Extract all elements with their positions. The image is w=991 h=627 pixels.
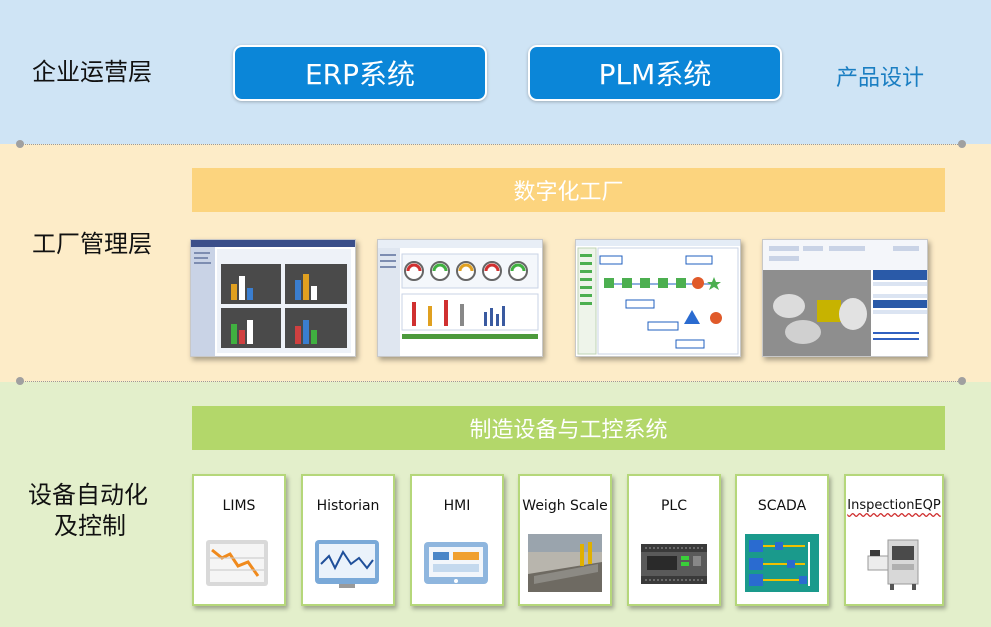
scada-module[interactable]: SCADA <box>735 474 829 606</box>
inspection-eqp-module[interactable]: InspectionEQP <box>844 474 944 606</box>
manufacturing-equipment-banner: 制造设备与工控系统 <box>192 406 945 450</box>
digital-factory-banner: 数字化工厂 <box>192 168 945 212</box>
historian-module[interactable]: Historian <box>301 474 395 606</box>
weigh-scale-photo-icon <box>528 534 602 592</box>
module-label: LIMS <box>222 498 256 514</box>
gauges-dashboard-screenshot <box>377 239 543 357</box>
hmi-panel-icon <box>424 542 488 584</box>
module-label: Weigh Scale <box>522 498 608 514</box>
equipment-layer-label-line2: 及控制 <box>54 512 126 540</box>
separator-dot <box>958 140 966 148</box>
plc-module[interactable]: PLC <box>627 474 721 606</box>
line-chart-icon <box>206 540 268 586</box>
dashboard-charts-screenshot <box>190 239 356 357</box>
module-label: InspectionEQP <box>847 498 941 513</box>
separator-bottom <box>20 381 962 382</box>
separator-dot <box>958 377 966 385</box>
process-flow-screenshot <box>575 239 741 357</box>
scada-diagram-icon <box>745 534 819 592</box>
inspection-machine-icon <box>867 539 919 590</box>
dashboard-charts-icon <box>191 240 355 356</box>
trend-monitor-icon <box>315 540 379 588</box>
separator-dot <box>16 140 24 148</box>
process-flow-icon <box>576 240 740 355</box>
factory-layer-label: 工厂管理层 <box>32 230 152 258</box>
module-label: PLC <box>660 498 688 514</box>
module-label: HMI <box>443 498 471 514</box>
3d-equipment-model-icon <box>763 240 927 356</box>
product-design-label: 产品设计 <box>836 66 925 91</box>
lims-module[interactable]: LIMS <box>192 474 286 606</box>
equipment-layer-label-line1: 设备自动化 <box>28 481 148 509</box>
plm-system-button[interactable]: PLM系统 <box>528 45 782 101</box>
erp-system-button[interactable]: ERP系统 <box>233 45 487 101</box>
separator-top <box>20 144 962 145</box>
module-label: SCADA <box>757 498 807 514</box>
hmi-module[interactable]: HMI <box>410 474 504 606</box>
separator-dot <box>16 377 24 385</box>
weigh-scale-module[interactable]: Weigh Scale <box>518 474 612 606</box>
plc-controller-icon <box>641 544 707 584</box>
gauges-dashboard-icon <box>378 240 542 356</box>
enterprise-layer-band <box>0 0 991 144</box>
enterprise-layer-label: 企业运营层 <box>32 58 152 86</box>
3d-equipment-model-screenshot <box>762 239 928 357</box>
module-label: Historian <box>316 498 380 514</box>
